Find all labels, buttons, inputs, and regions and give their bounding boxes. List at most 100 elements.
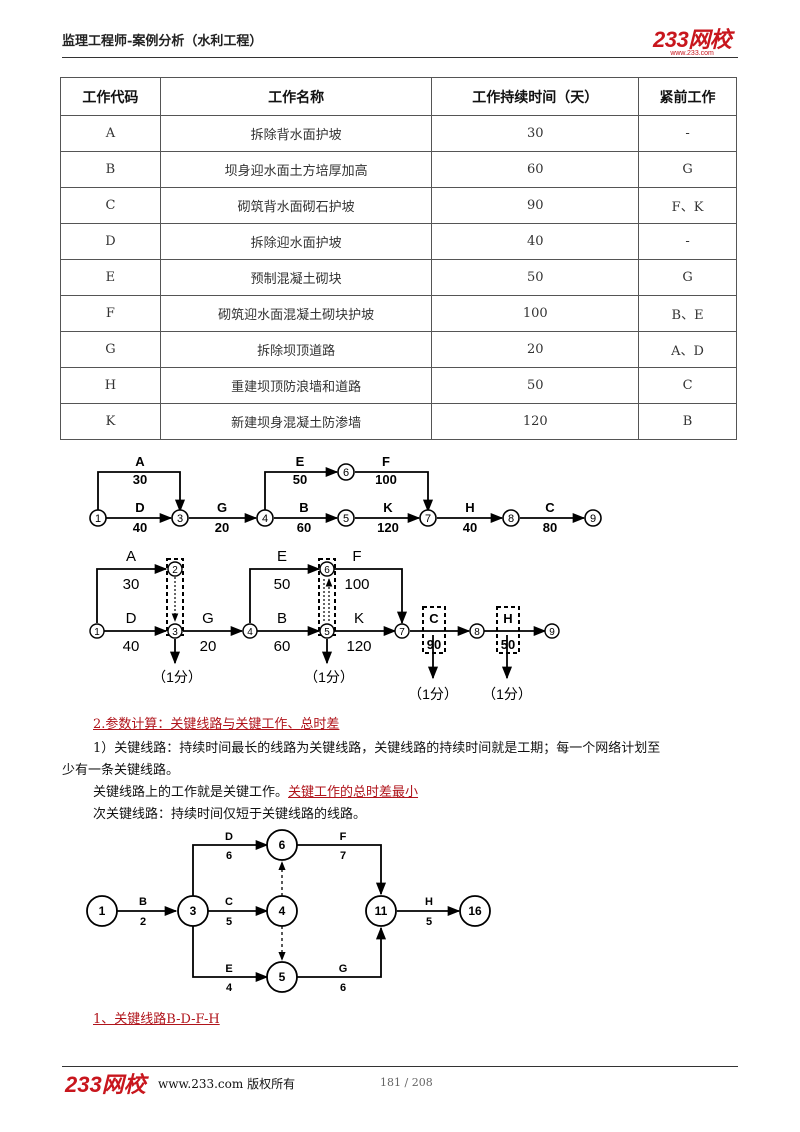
activity-duration: 5 [226, 916, 232, 928]
score-label: （1分） [482, 686, 532, 702]
highlight-box [496, 606, 520, 654]
activity-name: E [277, 548, 287, 565]
header-title: 监理工程师-案例分析（水利工程） [62, 34, 263, 49]
arrow-E [192, 925, 269, 983]
answer-line: 1、关键线路B-D-F-H [93, 1012, 220, 1027]
footer-logo: 233网校 [65, 1072, 146, 1097]
activity-name: A [126, 548, 136, 565]
activity-duration: 80 [543, 520, 557, 535]
cell-name: 重建坝顶防浪墙和道路 [159, 367, 433, 404]
cell-predecessor: - [638, 115, 737, 152]
score-label: （1分） [408, 686, 458, 702]
logo-url: www.233.com [670, 50, 714, 57]
key-work-text: 关键线路上的工作就是关键工作。 [93, 785, 289, 800]
arrow-E [264, 466, 339, 510]
highlight-text: 关键工作的总时差最小 [288, 785, 419, 800]
activity-name: D [135, 500, 144, 515]
activity-duration: 40 [133, 520, 147, 535]
cell-predecessor: A、D [638, 331, 737, 368]
arrow-A [97, 471, 186, 513]
activity-name: G [339, 963, 348, 975]
node-circle [266, 895, 298, 927]
node-label: 6 [279, 838, 286, 852]
section-heading: 2.参数计算：关键线路与关键工作、总时差 [93, 717, 340, 732]
node-label: 4 [247, 627, 253, 638]
activity-name: C [225, 896, 233, 908]
cell-duration: 50 [431, 367, 640, 404]
activity-name: F [340, 831, 347, 843]
cell-duration: 30 [431, 115, 640, 152]
node-circle [266, 961, 298, 993]
node-label: 7 [399, 627, 405, 638]
activity-name: F [382, 454, 390, 469]
cell-code: F [60, 295, 161, 332]
node-label: 1 [95, 513, 101, 525]
node-circle [337, 463, 355, 481]
cell-code: H [60, 367, 161, 404]
cell-name: 砌筑背水面砌石护坡 [159, 187, 433, 224]
node-label: 9 [590, 513, 596, 525]
activity-duration: 5 [426, 916, 432, 928]
activity-name: A [135, 454, 145, 469]
node-circle [337, 509, 355, 527]
node-circle [256, 509, 274, 527]
cell-name: 拆除迎水面护坡 [159, 223, 433, 260]
activity-duration: 60 [297, 520, 311, 535]
arrow-F [334, 568, 408, 625]
paragraph-line: 关键线路上的工作就是关键工作。关键工作的总时差最小 [93, 781, 418, 800]
cell-code: C [60, 187, 161, 224]
paragraph-line: 少有一条关键线路。 [62, 763, 180, 778]
activity-duration: 20 [200, 638, 217, 655]
network-diagram-3: 1 3 6 4 5 11 16 B 2 D 6 C 5 E 4 F 7 G 6 … [86, 829, 491, 994]
activity-name: B [277, 610, 287, 627]
boxed-activity-duration: 90 [427, 637, 441, 652]
paragraph-line: 1）关键线路：持续时间最长的线路为关键线路，关键线路的持续时间就是工期；每一个网… [93, 741, 661, 756]
network-diagram-1: 1 3 4 5 6 7 8 9 A 30 D 40 G 20 E 50 F 10… [89, 454, 602, 535]
activity-duration: 20 [215, 520, 229, 535]
node-label: 3 [172, 627, 178, 638]
activity-name: D [126, 610, 137, 627]
activity-name: C [545, 500, 555, 515]
activity-duration: 4 [226, 982, 233, 994]
cell-name: 拆除背水面护坡 [159, 115, 433, 152]
activity-name: D [225, 831, 233, 843]
node-label: 3 [177, 513, 183, 525]
cell-predecessor: F、K [638, 187, 737, 224]
activity-name: B [139, 896, 147, 908]
highlight-box [422, 606, 446, 654]
node-circle [89, 509, 107, 527]
node-label: 16 [468, 904, 482, 918]
activity-duration: 120 [377, 520, 399, 535]
arrow-A [96, 563, 168, 623]
activity-duration: 50 [274, 576, 291, 593]
node-circle [319, 623, 335, 639]
activity-duration: 6 [226, 850, 232, 862]
cell-predecessor: G [638, 151, 737, 188]
cell-code: K [60, 403, 161, 440]
activity-name: K [354, 610, 364, 627]
node-circle [171, 509, 189, 527]
activity-name: G [202, 610, 214, 627]
col-header-code: 工作代码 [60, 77, 161, 116]
activity-name: K [383, 500, 393, 515]
logo-text: 233网校 [653, 27, 732, 52]
node-circle [502, 509, 520, 527]
col-header-name: 工作名称 [159, 77, 433, 116]
boxed-activity-duration: 50 [501, 637, 515, 652]
boxed-activity-name: C [429, 611, 439, 626]
node-label: 4 [262, 513, 268, 525]
paragraph-line: 次关键线路：持续时间仅短于关键线路的线路。 [93, 807, 367, 822]
arrow-F [297, 844, 387, 896]
node-circle [266, 829, 298, 861]
cell-predecessor: G [638, 259, 737, 296]
cell-duration: 120 [431, 403, 640, 440]
cell-code: D [60, 223, 161, 260]
activity-name: B [299, 500, 308, 515]
node-circle [177, 895, 209, 927]
cell-code: G [60, 331, 161, 368]
cell-predecessor: B、E [638, 295, 737, 332]
